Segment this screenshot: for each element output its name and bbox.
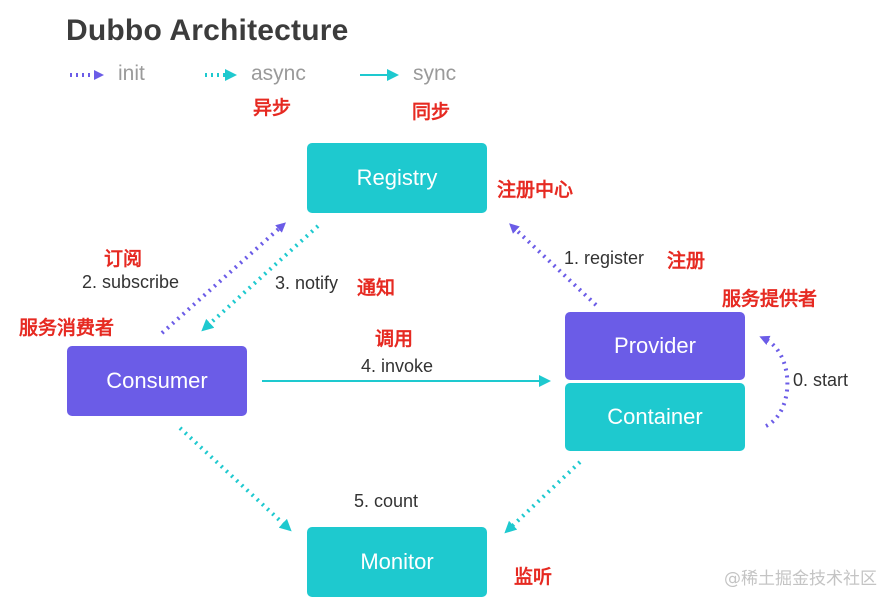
notify-arrow xyxy=(201,224,320,332)
register-label: 1. register xyxy=(564,248,645,268)
provider-annotation: 服务提供者 xyxy=(722,288,818,310)
consumer-node[interactable]: Consumer xyxy=(67,346,247,416)
count-label: 5. count xyxy=(354,491,419,511)
register-annotation: 注册 xyxy=(667,250,706,272)
diagram-title: Dubbo Architecture xyxy=(66,14,349,47)
count-arrow-consumer xyxy=(178,426,292,532)
consumer-annotation: 服务消费者 xyxy=(19,317,115,339)
watermark: @稀土掘金技术社区 xyxy=(724,569,877,589)
legend-init-label: init xyxy=(118,62,145,85)
count-arrow-provider xyxy=(504,460,582,534)
legend-sync-label: sync xyxy=(413,62,457,85)
invoke-label: 4. invoke xyxy=(361,356,434,376)
start-arrow xyxy=(759,335,790,428)
registry-annotation: 注册中心 xyxy=(497,179,574,201)
legend-async-annotation: 异步 xyxy=(253,97,292,119)
invoke-annotation: 调用 xyxy=(375,328,414,350)
subscribe-annotation: 订阅 xyxy=(104,248,143,270)
provider-node[interactable]: Provider xyxy=(565,312,745,380)
monitor-node[interactable]: Monitor xyxy=(307,527,487,597)
legend-sync-annotation: 同步 xyxy=(412,101,451,123)
registry-node[interactable]: Registry xyxy=(307,143,487,213)
start-label: 0. start xyxy=(793,370,849,390)
subscribe-arrow xyxy=(160,222,286,335)
subscribe-label: 2. subscribe xyxy=(82,272,180,292)
monitor-annotation: 监听 xyxy=(514,566,553,588)
notify-annotation: 通知 xyxy=(357,277,396,299)
register-arrow xyxy=(509,223,598,307)
notify-label: 3. notify xyxy=(275,273,339,293)
container-node[interactable]: Container xyxy=(565,383,745,451)
legend-async-label: async xyxy=(251,62,306,85)
